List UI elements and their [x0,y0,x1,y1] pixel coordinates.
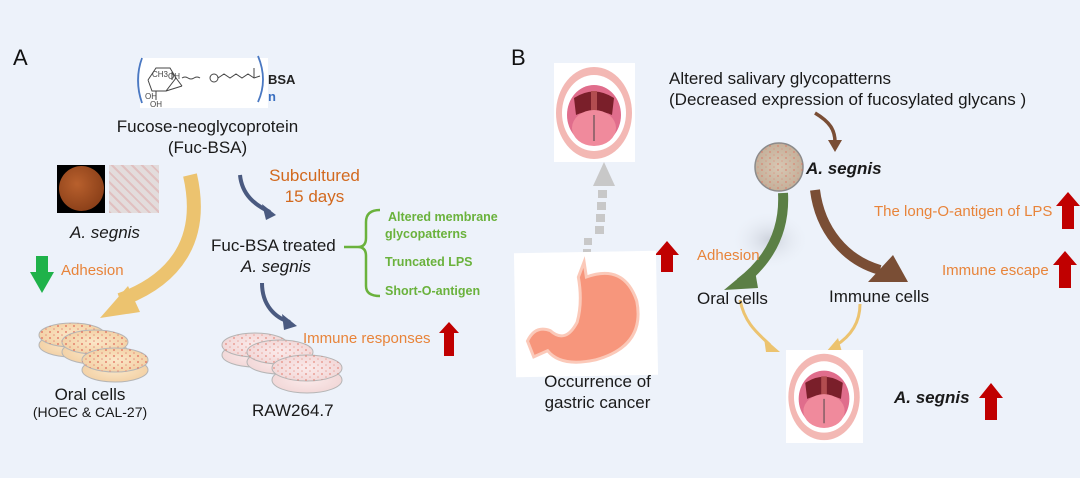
effect-truncated-lps: Truncated LPS [385,255,473,269]
compound-name: Fucose-neoglycoprotein [116,117,299,136]
green-curved-arrow-head [724,265,758,290]
brown-curved-arrow-shaft [810,189,882,275]
up-arrow-immune-escape [1053,251,1077,288]
yellow-arrow-head [100,286,140,318]
right-bracket [257,55,264,103]
yellow-arrow-oral-head [764,338,780,352]
yellow-curved-arrow-shaft [117,173,201,307]
gastric-line1: Occurrence of [544,372,651,391]
adhesion-label-a: Adhesion [61,262,124,279]
oh-label-1: OH [145,92,157,101]
immune-cells-label: Immune cells [829,287,930,306]
molecule-background [140,58,268,108]
effect-glycopatterns: glycopatterns [385,227,467,241]
yellow-arrow-immune-shaft [834,303,862,348]
microscopy-image [109,165,159,213]
raw-cell-dishes [221,332,343,394]
days-label: 15 days [284,187,345,206]
panel-a-label: A [13,45,28,70]
panel-b-label: B [511,45,526,70]
agar-plate-image [57,165,105,213]
green-brace [357,208,381,298]
bacteria-label-b: A. segnis [806,159,882,178]
mouth-image-top [554,63,635,162]
ch3-label: CH3 [152,70,169,79]
effect-short-o-antigen: Short-O-antigen [385,284,481,298]
bsa-label: BSA [268,72,296,87]
gray-dotted-arrow [583,162,615,256]
oral-cells-label-b: Oral cells [697,289,768,308]
immune-escape-label: Immune escape [942,262,1049,279]
oral-cells-sublabel: (HOEC & CAL-27) [32,404,148,420]
compound-abbr: (Fuc-BSA) [167,138,248,157]
bacteria-label-a: A. segnis [70,223,140,242]
agar-plate-circle [59,166,104,211]
stomach-image [513,250,659,378]
left-bracket [137,57,143,104]
navy-arrow-2-shaft [260,282,291,324]
gastric-line2: gastric cancer [544,393,651,412]
oral-cells-label-a: Oral cells [54,385,126,404]
raw-label: RAW264.7 [252,401,334,420]
adhesion-label-b: Adhesion [697,247,760,264]
up-arrow-result [979,383,1003,420]
up-arrow-immune-responses [439,322,459,356]
navy-arrow-1-head [262,204,276,220]
brown-curved-arrow-head [868,255,908,282]
up-arrow-adhesion [655,241,679,272]
subcultured-label: Subcultured [269,166,360,185]
brown-arrow-small-head [828,140,842,152]
treated-bacteria-label: A. segnis [241,257,311,276]
immune-responses-label: Immune responses [303,330,431,347]
result-bacteria-label: A. segnis [894,388,970,407]
brown-arrow-small-shaft [814,111,837,143]
treated-label: Fuc-BSA treated [211,236,336,255]
oral-cell-dishes [38,322,149,383]
oh-label-3: OH [168,72,180,81]
lps-label: The long-O-antigen of LPS [874,203,1053,220]
effect-altered-membrane: Altered membrane [388,210,498,224]
navy-arrow-2-head [282,314,297,330]
down-arrow-shaft [36,256,48,274]
n-label: n [268,89,276,104]
yellow-arrow-immune-head [826,338,842,352]
saliva-line2: (Decreased expression of fucosylated gly… [669,90,1027,109]
oh-label-2: OH [150,100,162,109]
mouth-image-bottom [786,350,863,443]
fucose-ring-structure [147,67,261,100]
up-arrow-lps [1056,192,1080,229]
down-arrow-head [30,272,54,293]
saliva-line1: Altered salivary glycopatterns [669,69,892,88]
